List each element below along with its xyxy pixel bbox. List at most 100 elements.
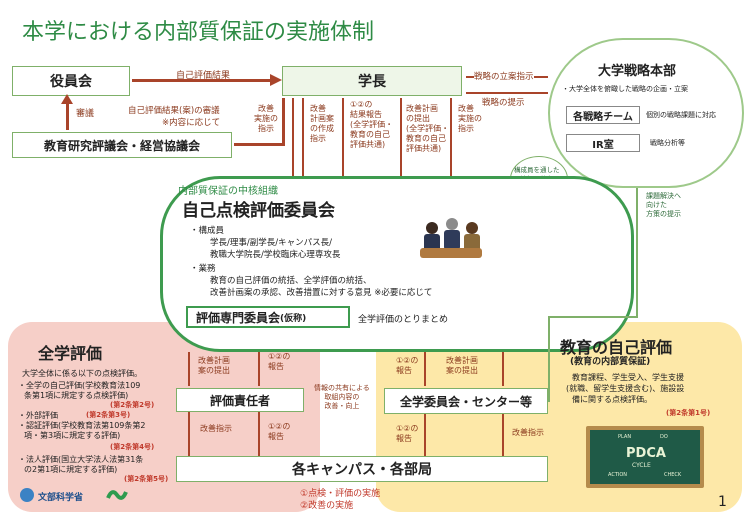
zengaku-item2-ref: (第2条第3号): [86, 411, 131, 419]
arrow-lower-r4: [502, 412, 504, 456]
mext-logo-icon: [20, 488, 34, 502]
label-hokoku-r2: ①②の 報告: [396, 424, 419, 443]
line-kadai-kaiketsu: [636, 188, 638, 316]
gakucho-box: 学長: [282, 66, 462, 96]
zengaku-title: 全学評価: [38, 344, 103, 363]
zengaku-item2: ・外部評価: [18, 411, 58, 420]
committee-box: [160, 176, 634, 352]
committee-tag: 内部質保証の中核組織: [178, 186, 278, 197]
zengaku-item4-2: の2第1項に規定する評価): [24, 465, 118, 474]
label-jiko-kekka: 自己評価結果: [176, 71, 231, 81]
page-number: 1: [718, 494, 727, 510]
pdca-check: CHECK: [664, 472, 682, 478]
arrow-v1: [292, 98, 294, 178]
campus-box: 各キャンパス・各部局: [176, 456, 548, 482]
line-kadai-to-iinkai: [548, 316, 638, 318]
line-kadai-to-iinkai-v: [548, 316, 550, 402]
committee-duties-label: ・業務: [190, 264, 216, 274]
zengaku-item3-1: ・認証評価(学校教育法第109条第2: [18, 421, 146, 430]
label-kaizen-shiji-r: 改善指示: [512, 428, 544, 437]
label-tenken-1: ①点検・評価の実施: [300, 489, 381, 499]
label-kaizen-keikaku-l: 改善計画 案の提出: [198, 356, 230, 375]
zengaku-item3-2: 項・第3項に規定する評価): [24, 431, 121, 440]
label-kaizen-keikaku-r: 改善計画 案の提出: [446, 356, 478, 375]
senryaku-team-box: 各戦略チーム: [566, 106, 640, 124]
kyoiku-subtitle: (教育の内部質保証): [570, 357, 651, 367]
committee-title: 自己点検評価委員会: [182, 201, 335, 221]
kyoiku-title: 教育の自己評価: [560, 338, 673, 357]
ir-desc: 戦略分析等: [650, 139, 685, 147]
arrow-v2: [302, 98, 304, 178]
arrow-lower-l2: [258, 352, 260, 386]
label-kaizen-shiji-l: 改善指示: [200, 424, 232, 433]
pdca-text: PDCA: [626, 446, 666, 461]
label-kekka-hokoku: ①②の 結果報告 (全学評価・ 教育の自己 評価共通): [350, 100, 394, 149]
label-hokoku-l2: ①②の 報告: [268, 422, 291, 441]
kyoiku-hyogi-box: 教育研究評議会・経営協議会: [12, 132, 232, 158]
arrow-v4: [400, 98, 402, 178]
pdca-board: [586, 426, 704, 488]
pdca-action: ACTION: [608, 472, 628, 478]
arrow-head-jiko-kekka: [270, 74, 282, 86]
zengaku-item1-ref: (第2条第2号): [110, 401, 155, 409]
arrow-jiko-kekka: [132, 79, 272, 82]
pdca-do: DO: [660, 434, 668, 440]
zengaku-iinkai-box: 全学委員会・センター等: [384, 388, 548, 414]
arrow-lower-r2: [502, 352, 504, 386]
kyoiku-desc-1: 教育課程、学生受入、学生支援: [572, 373, 684, 382]
page-title: 本学における内部質保証の実施体制: [22, 20, 375, 45]
zengaku-item1-1: ・全学の自己評価(学校教育法109: [18, 381, 141, 390]
arrow-lower-l3: [188, 412, 190, 456]
label-hokoku-l: ①②の 報告: [268, 352, 291, 371]
label-kadai-kaiketsu: 課題解決へ 向けた 方策の提示: [646, 192, 681, 218]
arrow-lower-r3: [424, 412, 426, 456]
yakuinkai-box: 役員会: [12, 66, 130, 96]
label-hokoku-r1: ①②の 報告: [396, 356, 419, 375]
arrow-v5: [450, 98, 452, 178]
zengaku-item4-ref: (第2条第5号): [124, 475, 169, 483]
senryaku-title: 大学戦略本部: [598, 64, 677, 79]
zengaku-item3-ref: (第2条第4号): [110, 443, 155, 451]
committee-members-2: 教職大学院長/学校臨床心理専攻長: [210, 250, 341, 260]
arrow-lower-r1: [424, 352, 426, 386]
label-jiko-an-1: 自己評価結果(案)の審議: [128, 106, 220, 116]
zengaku-item1-2: 条第1項に規定する点検評価): [24, 391, 129, 400]
sub-committee-desc: 全学評価のとりまとめ: [358, 315, 449, 325]
senryaku-desc: ・大学全体を俯瞰した戦略の企画・立案: [562, 85, 688, 93]
meeting-illustration: [416, 214, 486, 266]
kyoiku-desc-3: 備に関する点検評価。: [572, 395, 652, 404]
label-kaizen-keikaku-sakusei: 改善 計画案 の作成 指示: [310, 104, 334, 143]
label-joho-kyoyu-center: 情報の共有による 取組内容の 改善・向上: [314, 384, 370, 410]
arrow-lower-l1: [188, 352, 190, 386]
committee-members-label: ・構成員: [190, 226, 225, 236]
committee-duties-1: 教育の自己評価の統括、全学評価の統括、: [210, 276, 372, 286]
sub-committee-box: 評価専門委員会(仮称): [186, 306, 350, 328]
committee-members-1: 学長/理事/副学長/キャンパス長/: [210, 238, 332, 248]
label-senryaku-ritsuan: 戦略の立案指示: [474, 70, 534, 82]
pdca-sub: CYCLE: [632, 462, 651, 469]
senryaku-team-desc: 個別の戦略課題に対応: [646, 111, 716, 119]
kyoiku-ref: (第2条第1号): [666, 409, 711, 417]
arrow-shingi: [66, 98, 69, 130]
arrow-lower-l4: [258, 412, 260, 456]
arrow-senryaku-teiji: [466, 92, 548, 94]
label-kaizen-jisshi-shiji2: 改善 実施の 指示: [458, 104, 482, 133]
kyoiku-desc-2: (就職、留学生支援含む)、施設設: [566, 384, 685, 393]
label-kaizen-jisshi-shiji: 改善 実施の 指示: [254, 104, 278, 133]
arrow-v3: [342, 98, 344, 178]
ir-box: IR室: [566, 134, 640, 152]
arrow-jiko-an-v: [282, 98, 285, 146]
zengaku-item4-1: ・法人評価(国立大学法人法第31条: [18, 455, 144, 464]
zengaku-intro: 大学全体に係る以下の点検評価。: [22, 369, 142, 378]
arrow-jiko-an: [234, 143, 282, 146]
hyoka-sekininsha-box: 評価責任者: [176, 388, 304, 412]
sub-committee-note: (仮称): [280, 313, 307, 324]
niad-logo-icon: [106, 486, 128, 504]
label-kaizen-keikaku-teishutsu: 改善計画 の提出 (全学評価・ 教育の自己 評価共通): [406, 104, 450, 153]
label-senryaku-teiji: 戦略の提示: [482, 98, 525, 108]
sub-committee-name: 評価専門委員会: [196, 310, 281, 325]
pdca-plan: PLAN: [618, 434, 632, 440]
label-jiko-an-2: ※内容に応じて: [162, 118, 221, 128]
label-tenken-2: ②改善の実施: [300, 501, 354, 511]
label-shingi: 審議: [76, 109, 95, 119]
